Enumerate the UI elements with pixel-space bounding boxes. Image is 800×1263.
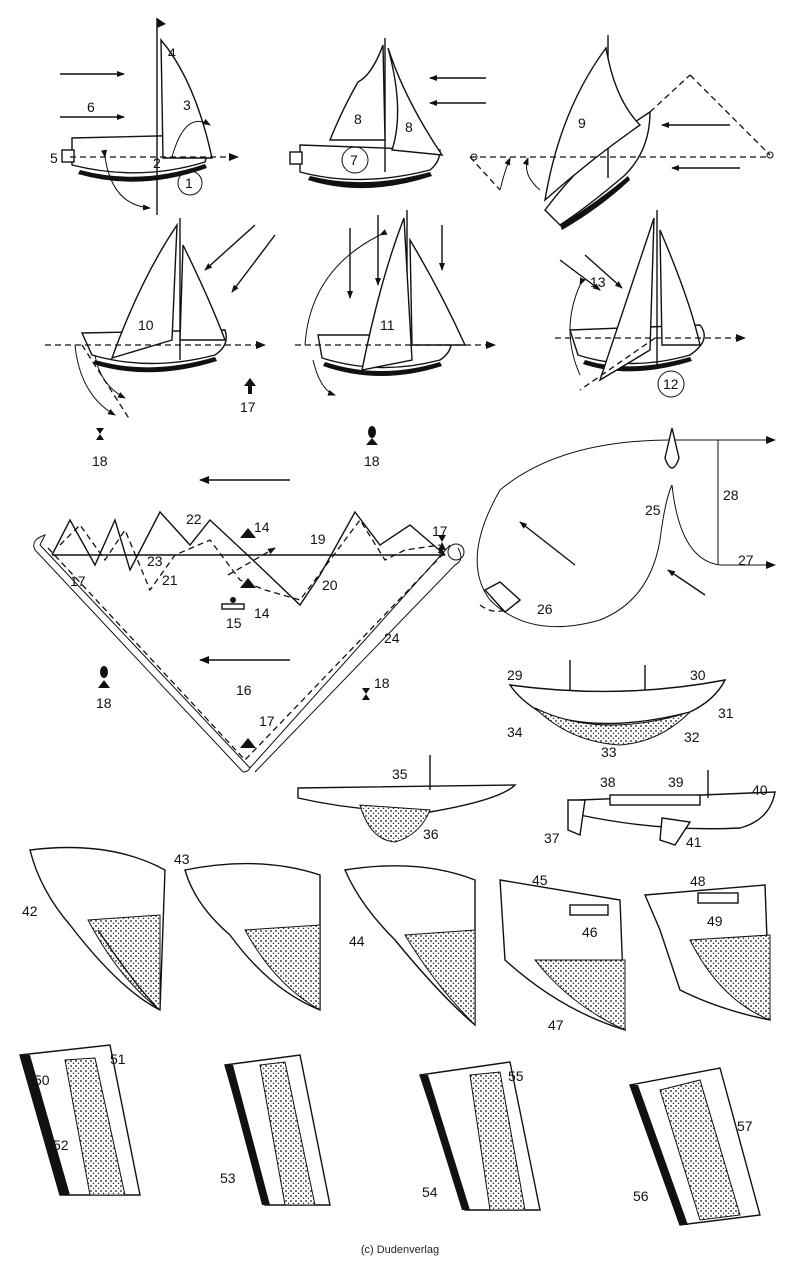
label-13: 13 <box>590 274 606 290</box>
label-43: 43 <box>174 851 190 867</box>
callout-labels: 1 2 3 4 5 6 7 8 8 9 10 11 12 13 14 14 15… <box>22 45 768 1204</box>
label-48: 48 <box>690 873 706 889</box>
label-34: 34 <box>507 724 523 740</box>
label-15: 15 <box>226 615 242 631</box>
label-10: 10 <box>138 317 154 333</box>
label-37: 37 <box>544 830 560 846</box>
copyright-caption: (c) Dudenverlag <box>360 1244 440 1256</box>
label-14b: 14 <box>254 605 270 621</box>
label-35: 35 <box>392 766 408 782</box>
label-30: 30 <box>690 667 706 683</box>
label-17c: 17 <box>432 523 448 539</box>
label-16: 16 <box>236 682 252 698</box>
label-8b: 8 <box>405 119 413 135</box>
boat-fig-1 <box>60 18 239 215</box>
boat-fig-9 <box>469 35 774 230</box>
label-3: 3 <box>183 97 191 113</box>
label-26: 26 <box>537 601 553 617</box>
label-49: 49 <box>707 913 723 929</box>
label-12: 12 <box>663 376 679 392</box>
planking-details <box>19 1044 761 1226</box>
label-31: 31 <box>718 705 734 721</box>
label-51: 51 <box>110 1051 126 1067</box>
label-19: 19 <box>310 531 326 547</box>
label-4: 4 <box>168 45 176 61</box>
label-8a: 8 <box>354 111 362 127</box>
label-23: 23 <box>147 553 163 569</box>
label-2: 2 <box>153 155 161 171</box>
label-38: 38 <box>600 774 616 790</box>
label-27: 27 <box>738 552 754 568</box>
label-17b: 17 <box>70 573 86 589</box>
label-54: 54 <box>422 1184 438 1200</box>
label-17d: 17 <box>259 713 275 729</box>
boat-fig-7 <box>289 38 486 189</box>
label-56: 56 <box>633 1188 649 1204</box>
label-22: 22 <box>186 511 202 527</box>
label-11: 11 <box>380 317 395 333</box>
label-7: 7 <box>350 152 358 168</box>
label-9: 9 <box>578 115 586 131</box>
turning-diagram <box>476 427 776 628</box>
label-5: 5 <box>50 150 58 166</box>
label-18d: 18 <box>96 695 112 711</box>
hull-profiles <box>297 660 776 846</box>
label-44: 44 <box>349 933 365 949</box>
label-41: 41 <box>686 834 702 850</box>
regatta-course <box>33 476 465 773</box>
label-45: 45 <box>532 872 548 888</box>
label-47: 47 <box>548 1017 564 1033</box>
boat-fig-10 <box>45 218 276 421</box>
bow-details <box>29 846 771 1031</box>
label-32: 32 <box>684 729 700 745</box>
label-14a: 14 <box>254 519 270 535</box>
label-50: 50 <box>34 1072 50 1088</box>
label-18a: 18 <box>92 453 108 469</box>
label-28: 28 <box>723 487 739 503</box>
label-25: 25 <box>645 502 661 518</box>
label-17a: 17 <box>240 399 256 415</box>
label-24: 24 <box>384 630 400 646</box>
boat-fig-12 <box>555 210 746 398</box>
label-57: 57 <box>737 1118 753 1134</box>
label-40: 40 <box>752 782 768 798</box>
label-53: 53 <box>220 1170 236 1186</box>
buoy-markers-row2 <box>96 378 378 445</box>
label-33: 33 <box>601 744 617 760</box>
label-6: 6 <box>87 99 95 115</box>
label-36: 36 <box>423 826 439 842</box>
label-55: 55 <box>508 1068 524 1084</box>
label-29: 29 <box>507 667 523 683</box>
label-39: 39 <box>668 774 684 790</box>
label-20: 20 <box>322 577 338 593</box>
label-42: 42 <box>22 903 38 919</box>
label-21: 21 <box>162 572 178 588</box>
label-52: 52 <box>53 1137 69 1153</box>
label-18b: 18 <box>364 453 380 469</box>
label-46: 46 <box>582 924 598 940</box>
label-18c: 18 <box>374 675 390 691</box>
boat-fig-11 <box>295 210 496 396</box>
label-1: 1 <box>185 175 193 191</box>
